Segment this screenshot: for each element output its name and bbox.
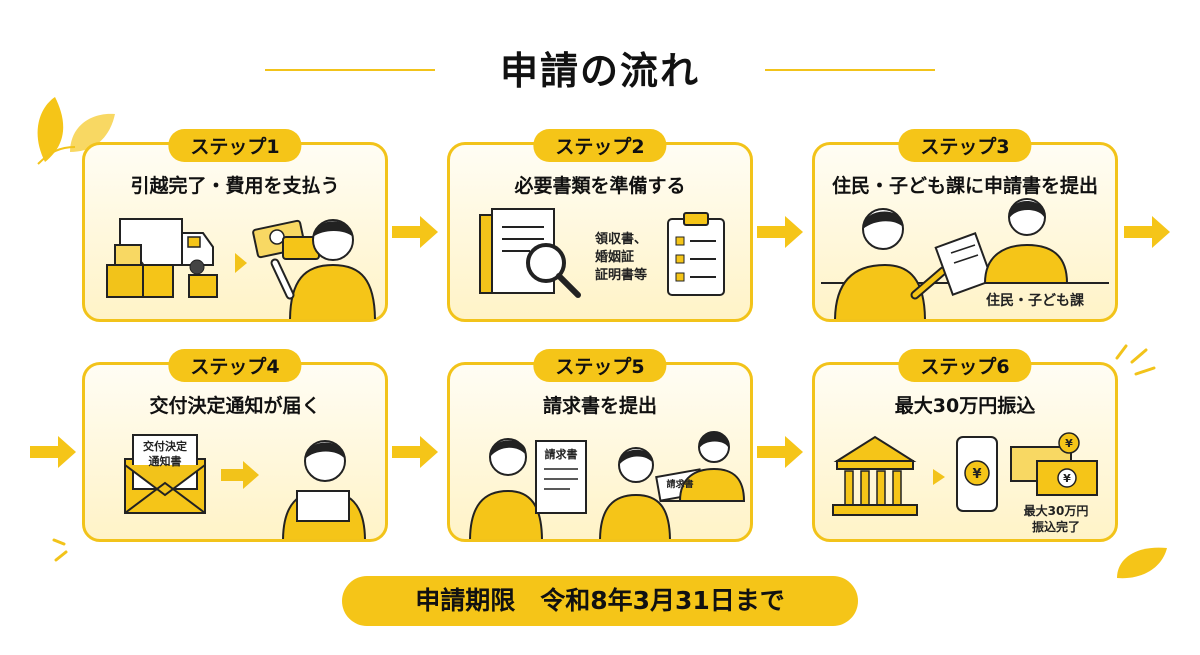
- invoice-doc-label: 請求書: [544, 448, 578, 461]
- svg-text:¥: ¥: [1063, 472, 1071, 485]
- step-label: ステップ5: [533, 349, 667, 382]
- application-form-icon: [934, 232, 994, 296]
- flow-arrow-icon: [392, 216, 438, 248]
- leaf-icon: [1117, 547, 1167, 579]
- step-card-4: ステップ4 交付決定通知が届く 交付決定 通知書: [82, 349, 388, 542]
- step-label: ステップ2: [533, 129, 667, 162]
- flow-arrow-icon: [392, 436, 438, 468]
- flow-arrow-icon: [757, 216, 803, 248]
- smartphone-yen-icon: ¥: [956, 436, 998, 512]
- envelope-icon: [124, 434, 206, 514]
- step-card-3: ステップ3 住民・子ども課に申請書を提出 住民・子ども課: [812, 129, 1118, 322]
- step-card-5: ステップ5 請求書を提出 請求書 請求書: [447, 349, 753, 542]
- flow-arrow-icon: [1124, 216, 1170, 248]
- small-arrow-icon: [933, 469, 945, 485]
- counter-label: 住民・子ども課: [986, 293, 1084, 309]
- step-card-6: ステップ6 最大30万円振込 ¥ ¥ ¥ 最大30万円 振込完了: [812, 349, 1118, 542]
- flow-arrow-icon: [757, 436, 803, 468]
- step-title: 交付決定通知が届く: [149, 395, 321, 417]
- delivery-truck-icon: [119, 218, 214, 275]
- invoice-icon: [535, 440, 587, 514]
- cash-card-icon: [252, 219, 320, 260]
- required-docs-note: 領収書、 婚姻証 証明書等: [595, 232, 648, 283]
- svg-text:¥: ¥: [1065, 437, 1073, 450]
- step-card-1: ステップ1 引越完了・費用を支払う: [82, 129, 388, 322]
- staff-person-icon: [678, 431, 746, 502]
- small-arrow-icon: [221, 461, 259, 489]
- step-label: ステップ3: [898, 129, 1032, 162]
- writing-person-icon: [469, 438, 543, 539]
- title-rule-right: [765, 69, 935, 71]
- svg-text:¥: ¥: [972, 467, 981, 482]
- step-label: ステップ6: [898, 349, 1032, 382]
- step-title: 請求書を提出: [542, 395, 657, 417]
- sparkle-lines-icon: [52, 538, 68, 562]
- magnifier-icon: [526, 243, 581, 298]
- bank-icon: [832, 435, 918, 516]
- step-title: 必要書類を準備する: [514, 175, 686, 197]
- submitting-person-icon: [599, 447, 671, 539]
- step-title: 引越完了・費用を支払う: [130, 175, 340, 197]
- transfer-complete-note: 最大30万円 振込完了: [1023, 504, 1089, 534]
- step-card-2: ステップ2 必要書類を準備する 領収書、 婚姻証 証明書等: [447, 129, 753, 322]
- applicant-person-icon: [834, 208, 948, 319]
- application-deadline-banner: 申請期限 令和8年3月31日まで: [342, 576, 858, 626]
- staff-person-icon: [983, 198, 1069, 284]
- step-title: 最大30万円振込: [894, 395, 1036, 417]
- step-label: ステップ1: [168, 129, 302, 162]
- small-arrow-icon: [235, 253, 247, 273]
- flow-arrow-icon: [30, 436, 76, 468]
- banknotes-icon: ¥ ¥: [1010, 432, 1098, 496]
- person-reading-icon: [282, 440, 366, 539]
- step-label: ステップ4: [168, 349, 302, 382]
- sparkle-lines-icon: [1115, 344, 1156, 376]
- title-rule-left: [265, 69, 435, 71]
- page-title: 申請の流れ: [499, 49, 700, 93]
- step-title: 住民・子ども課に申請書を提出: [831, 175, 1098, 197]
- person-icon: [270, 219, 376, 319]
- notice-letter-label: 交付決定 通知書: [143, 440, 187, 468]
- checklist-clipboard-icon: [667, 212, 725, 296]
- moving-boxes-icon: [106, 244, 218, 298]
- leaf-icon: [37, 97, 115, 165]
- invoice-slip-label: 請求書: [666, 480, 694, 490]
